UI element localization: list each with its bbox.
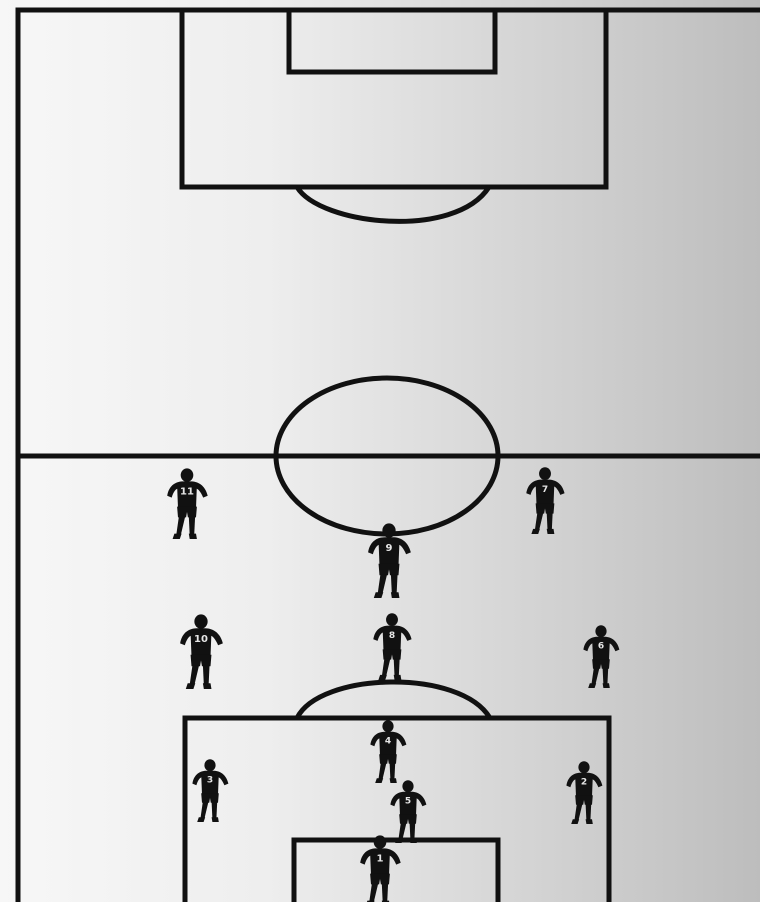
shirt-number: 8 bbox=[389, 631, 395, 641]
shirt-number: 3 bbox=[207, 775, 213, 785]
shirt-number: 9 bbox=[386, 543, 393, 554]
shirt-number: 10 bbox=[194, 634, 208, 645]
shirt-number: 4 bbox=[385, 736, 391, 746]
shirt-number: 7 bbox=[542, 485, 548, 495]
shirt-number: 2 bbox=[581, 777, 587, 787]
shirt-number: 1 bbox=[377, 853, 384, 864]
shirt-number: 5 bbox=[405, 796, 411, 806]
shirt-number: 6 bbox=[598, 641, 604, 651]
shirt-number: 11 bbox=[180, 486, 194, 497]
